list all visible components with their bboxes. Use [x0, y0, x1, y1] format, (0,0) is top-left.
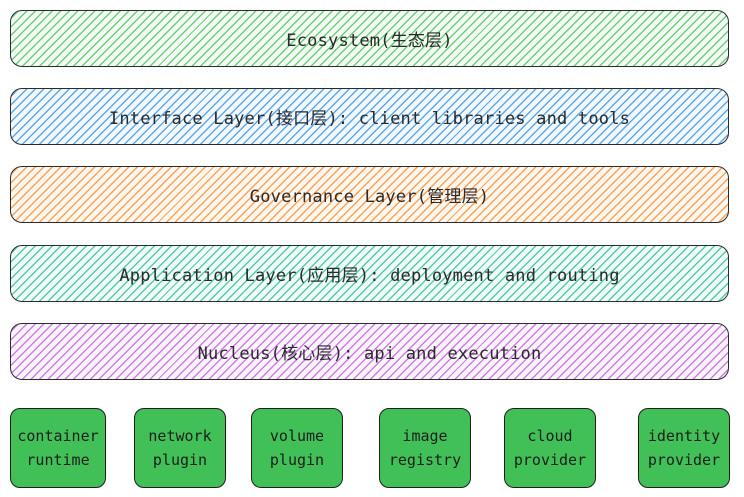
container-runtime-box: container runtime: [10, 408, 106, 488]
interface-layer: Interface Layer(接口层): client libraries a…: [10, 88, 729, 145]
identity-provider-box: identity provider: [638, 408, 730, 488]
application-layer: Application Layer(应用层): deployment and r…: [10, 245, 729, 302]
nucleus-layer: Nucleus(核心层): api and execution: [10, 323, 729, 380]
governance-layer-label: Governance Layer(管理层): [249, 187, 490, 207]
interface-layer-label: Interface Layer(接口层): client libraries a…: [108, 109, 631, 129]
cloud-provider-label: cloud provider: [513, 427, 587, 469]
container-runtime-label: container runtime: [17, 427, 99, 469]
cloud-provider-box: cloud provider: [504, 408, 596, 488]
network-plugin-label: network plugin: [148, 427, 212, 469]
volume-plugin-box: volume plugin: [251, 408, 343, 488]
network-plugin-box: network plugin: [134, 408, 226, 488]
volume-plugin-label: volume plugin: [269, 427, 325, 469]
identity-provider-label: identity provider: [647, 427, 721, 469]
application-layer-label: Application Layer(应用层): deployment and r…: [119, 266, 620, 286]
ecosystem-layer: Ecosystem(生态层): [10, 10, 729, 67]
ecosystem-layer-label: Ecosystem(生态层): [286, 31, 453, 51]
nucleus-layer-label: Nucleus(核心层): api and execution: [197, 344, 542, 364]
governance-layer: Governance Layer(管理层): [10, 166, 729, 223]
image-registry-label: image registry: [388, 427, 462, 469]
image-registry-box: image registry: [379, 408, 471, 488]
